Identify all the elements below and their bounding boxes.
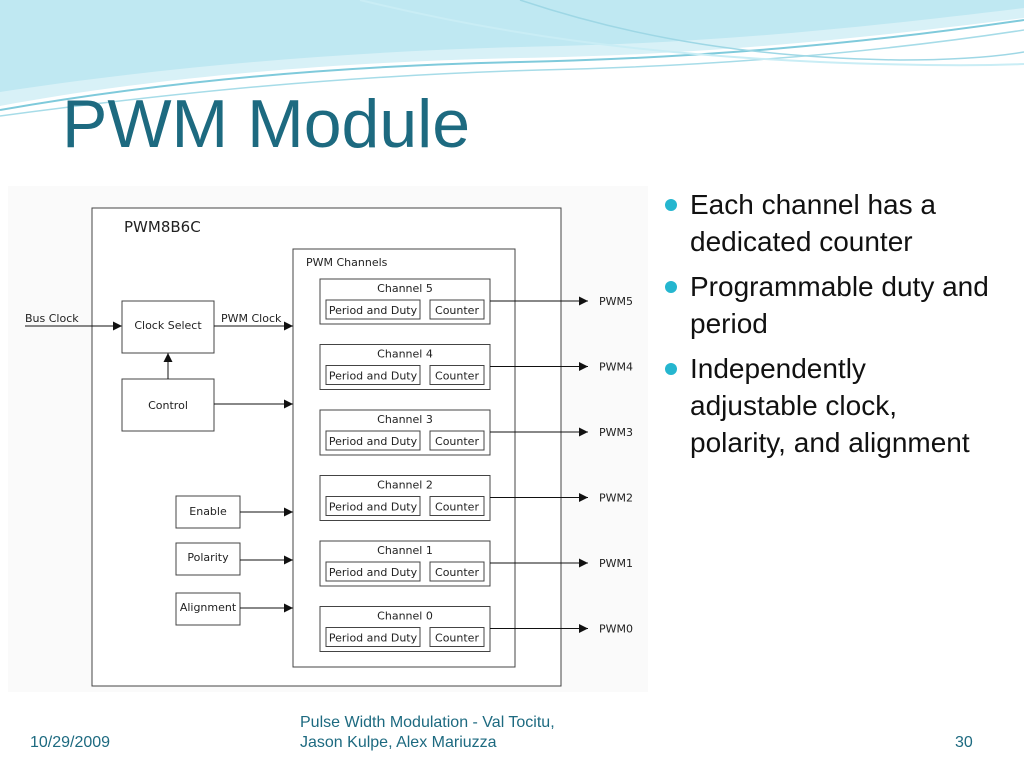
counter-label: Counter (435, 501, 479, 514)
output-label: PWM3 (599, 426, 633, 439)
bullet-item: Independently adjustable clock, polarity… (660, 350, 1000, 461)
channel-label: Channel 1 (377, 544, 433, 557)
output-label: PWM4 (599, 361, 633, 374)
alignment-label: Alignment (180, 601, 237, 614)
pwm-channels-label: PWM Channels (306, 256, 388, 269)
counter-label: Counter (435, 370, 479, 383)
bullet-dot-icon (665, 281, 677, 293)
bullet-item: Programmable duty and period (660, 268, 1000, 342)
period-duty-box (325, 365, 421, 385)
channel-label: Channel 2 (377, 479, 433, 492)
period-duty-label: Period and Duty (329, 304, 418, 317)
output-label: PWM2 (599, 492, 633, 505)
footer-date: 10/29/2009 (30, 734, 111, 751)
counter-box (429, 299, 485, 320)
period-duty-box (325, 627, 421, 647)
bullet-list: Each channel has a dedicated counter Pro… (660, 186, 1000, 469)
output-label: PWM1 (599, 557, 633, 570)
channel-label: Channel 5 (377, 282, 433, 295)
counter-box (429, 627, 485, 647)
clock-select-label: Clock Select (134, 319, 202, 332)
output-label: PWM0 (599, 623, 633, 636)
channel-label: Channel 3 (377, 413, 433, 426)
period-duty-label: Period and Duty (329, 566, 418, 579)
enable-box (175, 495, 241, 529)
period-duty-label: Period and Duty (329, 632, 418, 645)
period-duty-box (325, 496, 421, 516)
chip-label: PWM8B6C (124, 218, 201, 236)
bullet-dot-icon (665, 363, 677, 375)
counter-label: Counter (435, 435, 479, 448)
output-label: PWM5 (599, 295, 633, 308)
period-duty-box (325, 299, 421, 320)
period-duty-box (325, 430, 421, 451)
enable-label: Enable (189, 505, 227, 518)
polarity-box (175, 542, 241, 576)
footer-authors-line-2: Jason Kulpe, Alex Mariuzza (300, 734, 497, 751)
polarity-label: Polarity (187, 551, 229, 564)
control-box (121, 378, 215, 432)
period-duty-label: Period and Duty (329, 370, 418, 383)
footer-authors-line-1: Pulse Width Modulation - Val Tocitu, (300, 714, 555, 731)
counter-box (429, 496, 485, 516)
bus-clock-label: Bus Clock (25, 312, 79, 325)
counter-box (429, 365, 485, 385)
bullet-dot-icon (665, 199, 677, 211)
counter-box (429, 561, 485, 582)
pwm-clock-label: PWM Clock (221, 312, 282, 325)
control-label: Control (148, 399, 188, 412)
bullet-item: Each channel has a dedicated counter (660, 186, 1000, 260)
counter-label: Counter (435, 632, 479, 645)
counter-box (429, 430, 485, 451)
alignment-box (175, 592, 241, 626)
period-duty-label: Period and Duty (329, 501, 418, 514)
counter-label: Counter (435, 304, 479, 317)
footer-page-number: 30 (955, 734, 973, 751)
pwm-block-diagram: PWM8B6C PWM Channels Bus Clock Clock Sel… (8, 186, 648, 692)
footer-authors: Pulse Width Modulation - Val Tocitu, Jas… (300, 713, 620, 753)
period-duty-label: Period and Duty (329, 435, 418, 448)
header-wave-decoration (0, 0, 1024, 117)
bullet-text: Programmable duty and period (690, 271, 989, 339)
bullet-text: Each channel has a dedicated counter (690, 189, 936, 257)
channel-label: Channel 4 (377, 348, 433, 361)
counter-label: Counter (435, 566, 479, 579)
slide-title: PWM Module (62, 86, 471, 162)
channel-label: Channel 0 (377, 610, 433, 623)
bullet-text: Independently adjustable clock, polarity… (690, 353, 970, 458)
period-duty-box (325, 561, 421, 582)
